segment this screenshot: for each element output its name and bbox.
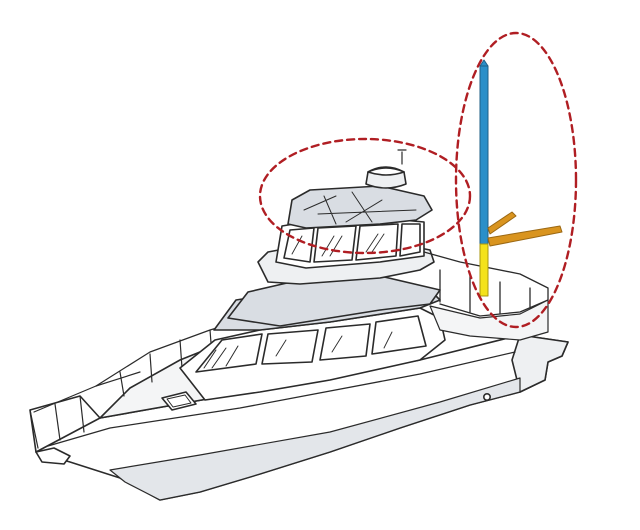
anchor-roller (35, 447, 71, 465)
enclosure-reflections (291, 233, 385, 257)
cabin-window-2 (319, 323, 371, 361)
hardtop-highlight-circle (258, 137, 472, 255)
flybridge-rail (423, 251, 549, 317)
mast-lower-yellow (479, 243, 489, 297)
window-reflections (275, 331, 393, 357)
hull (29, 334, 569, 501)
cabin-window-1 (261, 329, 319, 365)
flybridge-visor (227, 275, 441, 327)
enclosure-window-side (355, 223, 399, 261)
foredeck-hatch-inner (166, 394, 192, 408)
rub-rail (47, 351, 516, 447)
outrigger-upper (487, 211, 517, 235)
radar-antenna (397, 149, 407, 165)
mast-cap (479, 59, 489, 67)
windshield (195, 333, 263, 373)
highlight-circles (258, 31, 578, 329)
enclosure-window-front-2 (313, 225, 357, 263)
enclosure-window-rear (399, 223, 421, 257)
through-hull-fitting (482, 392, 491, 401)
transom (511, 334, 569, 393)
mast (479, 59, 563, 297)
flybridge (227, 149, 549, 341)
mast-upper-blue (479, 65, 489, 245)
hull-lower-shade (109, 377, 521, 501)
foredeck-hatch (161, 391, 197, 411)
outrigger-lower (487, 225, 563, 247)
foredeck-rail (95, 323, 231, 397)
mast-highlight-circle (454, 31, 578, 329)
windshield-glare (203, 345, 239, 369)
hardtop-panel-lines (303, 191, 417, 225)
radar-dome-top (367, 167, 405, 176)
